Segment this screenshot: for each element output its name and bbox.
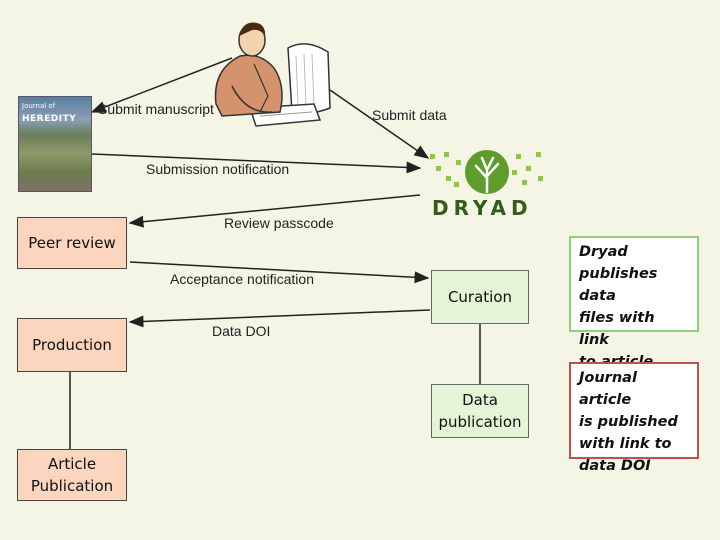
arrow-submit-data <box>329 89 430 159</box>
dryad-publishes-note: Dryad publishes data files with link to … <box>569 236 699 370</box>
dryad-logo-text: DRYAD <box>432 196 533 220</box>
peer-review-label: Peer review <box>28 234 116 252</box>
curation-box: Curation <box>431 270 529 324</box>
acceptance-notification-label: Acceptance notification <box>170 271 314 287</box>
review-passcode-label: Review passcode <box>224 215 334 231</box>
journal-cover-title: HEREDITY <box>22 114 77 124</box>
data-publication-line-2: publication <box>438 413 522 431</box>
journal-cover-image: Journal of HEREDITY <box>18 96 92 192</box>
data-publication-box: Data publication <box>431 384 529 438</box>
data-doi-label: Data DOI <box>212 323 271 339</box>
arrow-data-doi <box>128 309 431 328</box>
journal-published-line-1: Journal article <box>579 370 637 408</box>
submit-data-label: Submit data <box>372 107 447 123</box>
curation-label: Curation <box>447 288 513 306</box>
production-label: Production <box>32 336 112 354</box>
journal-cover-title-small: Journal of <box>22 102 56 110</box>
dryad-publishes-line-2: publishes data <box>579 266 658 304</box>
arrow-submit-manuscript <box>90 57 233 113</box>
production-box: Production <box>17 318 127 372</box>
arrow-review-passcode <box>128 194 421 228</box>
author-at-computer-icon <box>214 22 331 127</box>
data-publication-line-1: Data <box>462 391 498 409</box>
journal-article-published-note: Journal article is published with link t… <box>569 362 699 474</box>
dryad-publishes-line-1: Dryad <box>579 244 628 260</box>
journal-published-line-2: is published <box>579 414 678 430</box>
dryad-publishes-line-3: files with link <box>579 310 655 348</box>
article-publication-box: Article Publication <box>17 449 127 501</box>
journal-published-line-3: with link to <box>579 436 672 452</box>
submission-notification-label: Submission notification <box>146 161 290 177</box>
submit-manuscript-label: Submit manuscript <box>98 101 214 117</box>
peer-review-box: Peer review <box>17 217 127 269</box>
journal-published-line-4: data DOI <box>579 458 651 474</box>
arrow-acceptance-notification <box>129 261 430 284</box>
dryad-tree-logo-icon <box>430 150 543 194</box>
arrow-submission-notification <box>91 153 422 174</box>
article-publication-line-2: Publication <box>30 477 114 495</box>
article-publication-line-1: Article <box>47 455 97 473</box>
